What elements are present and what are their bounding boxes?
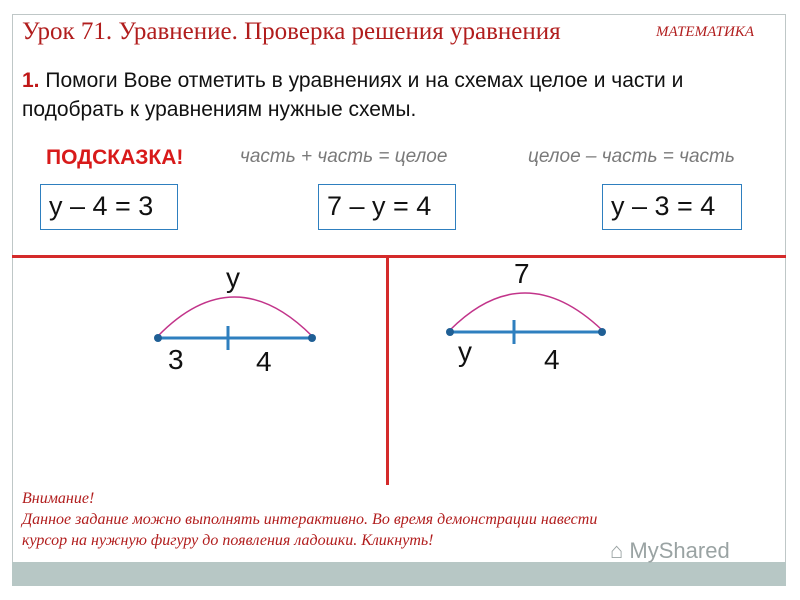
subject-label: МАТЕМАТИКА xyxy=(656,24,754,40)
task-number: 1. xyxy=(22,69,40,92)
scheme-1-whole-label: у xyxy=(226,262,240,293)
notice-line-3a: курсор на нужную фигуру xyxy=(22,532,199,549)
equation-3[interactable]: у – 3 = 4 xyxy=(602,184,742,230)
hint-rule-diff: целое – часть = часть xyxy=(528,146,735,167)
bottom-band xyxy=(12,562,786,586)
horizontal-divider xyxy=(12,255,786,258)
vertical-divider xyxy=(386,255,389,485)
hint-label: ПОДСКАЗКА! xyxy=(46,146,184,169)
lesson-title: Урок 71. Уравнение. Проверка решения ура… xyxy=(22,18,561,45)
scheme-2-whole-label: 7 xyxy=(514,258,530,289)
watermark: ⌂ MyShared xyxy=(610,538,730,564)
notice-line-2: Данное задание можно выполнять интеракти… xyxy=(22,511,598,528)
scheme-1-left-label: 3 xyxy=(168,344,184,375)
notice-block: Внимание! Данное задание можно выполнять… xyxy=(22,488,782,551)
scheme-2-left-label: у xyxy=(458,336,472,367)
hint-rule-sum: часть + часть = целое xyxy=(240,146,448,167)
notice-heading: Внимание! xyxy=(22,490,95,507)
scheme-2-right-label: 4 xyxy=(544,344,560,375)
notice-line-3: курсор на нужную фигуру до появления лад… xyxy=(22,530,782,551)
task-text: 1. Помоги Вове отметить в уравнениях и н… xyxy=(22,66,782,124)
equation-1[interactable]: у – 4 = 3 xyxy=(40,184,178,230)
notice-line-3b: до появления ладошки. Кликнуть! xyxy=(202,532,434,549)
watermark-icon: ⌂ xyxy=(610,538,624,563)
scheme-1-right-label: 4 xyxy=(256,346,272,377)
equation-2[interactable]: 7 – у = 4 xyxy=(318,184,456,230)
watermark-text: MyShared xyxy=(629,538,730,563)
task-body: Помоги Вове отметить в уравнениях и на с… xyxy=(22,69,684,121)
